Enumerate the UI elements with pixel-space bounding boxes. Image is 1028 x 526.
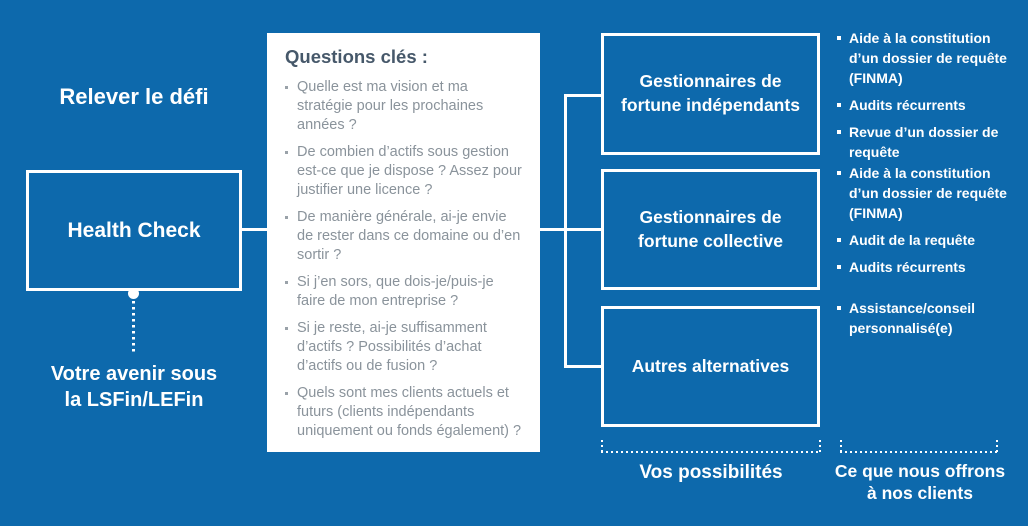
questions-heading: Questions clés : xyxy=(285,46,428,67)
bullet-icon xyxy=(836,298,849,338)
question-text: De manière générale, ai-je envie de rest… xyxy=(297,209,521,263)
bullet-icon xyxy=(836,257,849,277)
questions-panel: Questions clés : Quelle est ma vision et… xyxy=(267,33,540,452)
bullet-icon xyxy=(285,208,297,265)
bullet-icon xyxy=(285,78,297,135)
offer-item: Revue d’un dossier de requête xyxy=(836,122,1010,162)
challenge-title: Relever le défi xyxy=(59,84,209,109)
bracket-tick xyxy=(601,440,603,453)
bullet-icon xyxy=(285,273,297,311)
connector-branch-top xyxy=(564,94,603,97)
option-box-other-alternatives: Autres alternatives xyxy=(601,306,820,427)
bullet-icon xyxy=(285,384,297,441)
bullet-icon xyxy=(836,163,849,223)
offer-item: Assistance/conseil personnalisé(e) xyxy=(836,298,1010,338)
offer-text: Audit de la requête xyxy=(849,232,976,248)
offers-label: Ce que nous offrons à nos clients xyxy=(834,461,1006,503)
bracket-tick xyxy=(996,440,998,453)
question-text: Quelle est ma vision et ma stratégie pou… xyxy=(297,79,484,133)
bullet-icon xyxy=(836,122,849,162)
offer-item: Aide à la constitution d’un dossier de r… xyxy=(836,163,1010,223)
offer-text: Aide à la constitution d’un dossier de r… xyxy=(849,30,1007,86)
bullet-icon xyxy=(285,143,297,200)
question-text: Si je reste, ai-je suffisamment d’actifs… xyxy=(297,320,487,374)
option-box-independent-managers: Gestionnaires de fortune indépendants xyxy=(601,33,820,155)
possibilities-label: Vos possibilités xyxy=(639,462,783,483)
offer-item: Aide à la constitution d’un dossier de r… xyxy=(836,28,1010,88)
connector-questions-trunk xyxy=(540,228,603,231)
question-item: Si je reste, ai-je suffisamment d’actifs… xyxy=(285,319,524,376)
health-check-label: Health Check xyxy=(67,218,201,242)
offer-text: Revue d’un dossier de requête xyxy=(849,124,999,160)
connector-branch-bottom xyxy=(564,365,603,368)
offers-list-alternatives: Assistance/conseil personnalisé(e) xyxy=(836,298,1010,338)
bracket-tick xyxy=(840,440,842,453)
option-box-label: Gestionnaires de fortune indépendants xyxy=(621,71,800,115)
option-box-label: Autres alternatives xyxy=(631,355,790,376)
connector-dot xyxy=(128,288,139,299)
offer-item: Audits récurrents xyxy=(836,257,1010,277)
question-text: Si j’en sors, que dois-je/puis-je faire … xyxy=(297,274,494,309)
offer-text: Aide à la constitution d’un dossier de r… xyxy=(849,165,1007,221)
bracket-offers xyxy=(840,451,998,453)
question-item: Quelle est ma vision et ma stratégie pou… xyxy=(285,78,524,135)
question-item: De combien d’actifs sous gestion est-ce … xyxy=(285,143,524,200)
questions-list: Quelle est ma vision et ma stratégie pou… xyxy=(285,78,524,441)
question-text: De combien d’actifs sous gestion est-ce … xyxy=(297,144,522,198)
bracket-possibilities xyxy=(601,451,821,453)
bullet-icon xyxy=(836,230,849,250)
bracket-tick xyxy=(819,440,821,453)
health-check-box: Health Check xyxy=(26,170,242,291)
question-item: De manière générale, ai-je envie de rest… xyxy=(285,208,524,265)
offer-text: Audits récurrents xyxy=(849,259,966,275)
question-text: Quels sont mes clients actuels et futurs… xyxy=(297,385,522,439)
option-box-label: Gestionnaires de fortune collective xyxy=(638,206,783,251)
offers-list-collective: Aide à la constitution d’un dossier de r… xyxy=(836,163,1010,277)
connector-trunk-vertical xyxy=(564,94,567,368)
offers-list-independent: Aide à la constitution d’un dossier de r… xyxy=(836,28,1010,162)
bullet-icon xyxy=(836,95,849,115)
question-item: Quels sont mes clients actuels et futurs… xyxy=(285,384,524,441)
offer-item: Audits récurrents xyxy=(836,95,1010,115)
offer-item: Audit de la requête xyxy=(836,230,1010,250)
dotted-connector-line xyxy=(132,301,135,354)
future-caption: Votre avenir sous la LSFin/LEFin xyxy=(50,363,218,411)
offer-text: Audits récurrents xyxy=(849,97,966,113)
connector-healthcheck-questions xyxy=(242,228,267,231)
bullet-icon xyxy=(285,319,297,376)
option-box-collective-managers: Gestionnaires de fortune collective xyxy=(601,169,820,290)
question-item: Si j’en sors, que dois-je/puis-je faire … xyxy=(285,273,524,311)
bullet-icon xyxy=(836,28,849,88)
offer-text: Assistance/conseil personnalisé(e) xyxy=(849,300,976,336)
